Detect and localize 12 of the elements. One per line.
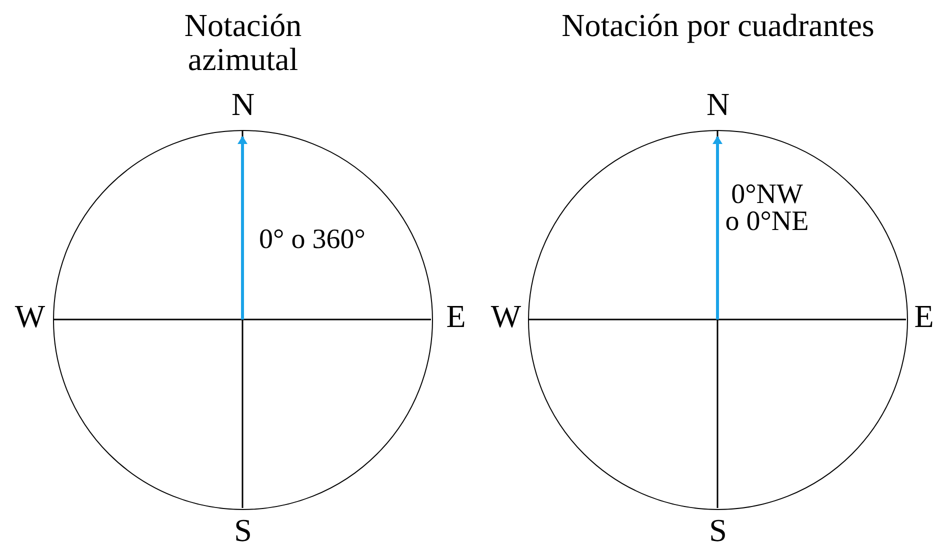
angle-label: 0°NW o 0°NE (724, 181, 810, 235)
cardinal-label: W (490, 298, 522, 334)
angle-label: 0° o 360° (259, 226, 366, 253)
heading: Notación azimutal (183, 8, 303, 76)
cardinal-label: S (233, 512, 253, 548)
cardinal-label: E (913, 298, 935, 334)
cardinal-label: N (230, 86, 256, 122)
cardinal-label: W (14, 298, 46, 334)
cardinal-label: N (705, 86, 731, 122)
cardinal-label: E (445, 298, 467, 334)
cardinal-label: S (708, 512, 728, 548)
heading: Notación por cuadrantes (560, 8, 876, 42)
